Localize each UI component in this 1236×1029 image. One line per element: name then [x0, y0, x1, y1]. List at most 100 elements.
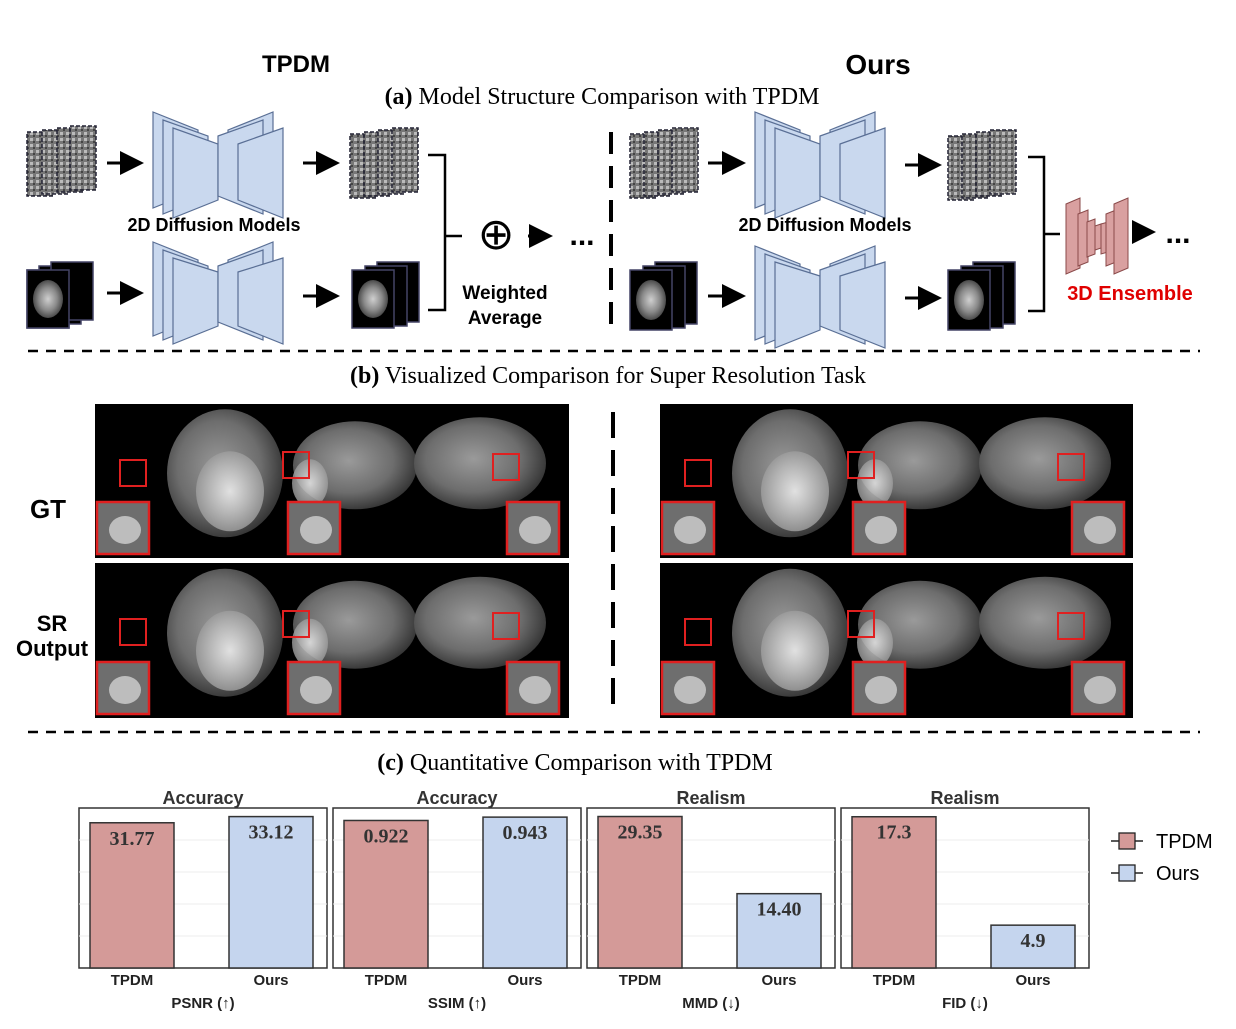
- bar-value-label: 17.3: [877, 822, 912, 844]
- bar-ours: [736, 892, 822, 969]
- zoom-region-box: [1057, 453, 1085, 481]
- legend: TPDM Ours: [1111, 831, 1213, 885]
- brain-slice-coronal: [979, 576, 1111, 669]
- zoom-region-box: [1057, 612, 1085, 640]
- diffusion-network-top-right: [754, 111, 886, 219]
- zoom-region-box: [282, 451, 310, 479]
- weighted-line2: Average: [468, 308, 542, 329]
- category-tick-label: TPDM: [111, 972, 154, 989]
- ensemble-3d-network: [1065, 197, 1129, 275]
- weighted-line1: Weighted: [462, 283, 547, 304]
- panel-a-caption-letter: (a): [385, 84, 413, 110]
- zoom-inset: [95, 660, 151, 716]
- chart-xlabel: MMD (↓): [682, 995, 739, 1012]
- output-stack-noisy-left: [349, 127, 419, 199]
- bar-tpdm: [597, 815, 683, 969]
- zoom-inset: [660, 500, 716, 556]
- bar-tpdm: [851, 815, 937, 969]
- legend-label-tpdm: TPDM: [1156, 831, 1213, 853]
- bar-value-label: 33.12: [249, 822, 294, 844]
- panel-c-caption-text: Quantitative Comparison with TPDM: [404, 750, 773, 776]
- panel-b-caption-letter: (b): [350, 363, 379, 389]
- ellipsis-left: ...: [569, 219, 594, 252]
- zoom-region-box: [492, 612, 520, 640]
- input-stack-noisy-left: [26, 125, 97, 197]
- category-tick-label: TPDM: [619, 972, 662, 989]
- chart-xlabel: PSNR (↑): [171, 995, 234, 1012]
- input-stack-brain-right: [629, 261, 698, 331]
- zoom-region-box: [282, 610, 310, 638]
- bar-value-label: 29.35: [618, 822, 663, 844]
- panel-b-caption: (b) Visualized Comparison for Super Reso…: [350, 363, 866, 389]
- right-models-label: 2D Diffusion Models: [738, 215, 911, 235]
- zoom-region-box: [847, 610, 875, 638]
- zoom-inset: [286, 500, 342, 556]
- panel-c-caption: (c) Quantitative Comparison with TPDM: [377, 750, 773, 776]
- panel-b: (b) Visualized Comparison for Super Reso…: [16, 363, 1133, 718]
- brain-slice-coronal: [414, 417, 546, 510]
- mri-strip-gt-ours: [660, 404, 1133, 558]
- chart-title: Realism: [676, 788, 745, 808]
- zoom-region-box: [847, 451, 875, 479]
- brain-slice-coronal: [414, 576, 546, 669]
- bar-value-label: 0.943: [503, 822, 548, 844]
- category-tick-label: Ours: [253, 972, 288, 989]
- zoom-region-box: [492, 453, 520, 481]
- brain-slice-coronal: [979, 417, 1111, 510]
- legend-item-tpdm: TPDM: [1111, 831, 1213, 853]
- ensemble-bracket: [1028, 155, 1046, 313]
- output-stack-noisy-right: [947, 129, 1017, 201]
- mri-strip-sr-tpdm: [95, 563, 569, 718]
- bar-tpdm: [89, 822, 175, 969]
- chart-xlabel: SSIM (↑): [428, 995, 486, 1012]
- oplus-symbol: ⊕: [478, 210, 515, 259]
- row-label-sr-line1: SR: [37, 611, 68, 636]
- panel-c-caption-letter: (c): [377, 750, 404, 776]
- legend-swatch-tpdm: [1118, 832, 1136, 850]
- diffusion-network-bottom-left: [152, 241, 284, 345]
- mri-image-grid: [95, 404, 1133, 718]
- zoom-inset: [286, 660, 342, 716]
- chart-title: Accuracy: [416, 788, 497, 808]
- diffusion-network-bottom-right: [754, 245, 886, 349]
- legend-label-ours: Ours: [1156, 863, 1199, 885]
- bar-ours: [228, 815, 314, 969]
- mri-strip-gt-tpdm: [95, 404, 569, 558]
- bar-ours: [990, 924, 1076, 969]
- input-stack-brain-left: [26, 261, 94, 329]
- category-tick-label: TPDM: [365, 972, 408, 989]
- output-stack-brain-right: [947, 261, 1016, 331]
- legend-item-ours: Ours: [1111, 863, 1199, 885]
- panel-c: (c) Quantitative Comparison with TPDM Ac…: [78, 750, 1213, 1012]
- zoom-inset: [505, 500, 561, 556]
- chart-title: Realism: [930, 788, 999, 808]
- zoom-region-box: [684, 618, 712, 646]
- left-models-label: 2D Diffusion Models: [127, 215, 300, 235]
- mri-strip-sr-ours: [660, 563, 1133, 718]
- diffusion-network-top-left: [152, 111, 284, 219]
- row-label-gt: GT: [30, 494, 66, 524]
- input-stack-noisy-right: [629, 127, 699, 199]
- zoom-inset: [95, 500, 151, 556]
- bar-tpdm: [343, 819, 429, 969]
- zoom-region-box: [119, 618, 147, 646]
- zoom-inset: [851, 660, 907, 716]
- ellipsis-right: ...: [1165, 217, 1190, 250]
- zoom-region-box: [119, 459, 147, 487]
- bar-value-label: 0.922: [364, 825, 409, 847]
- zoom-inset: [1070, 660, 1126, 716]
- output-stack-brain-left: [351, 261, 420, 329]
- category-tick-label: Ours: [1015, 972, 1050, 989]
- zoom-inset: [505, 660, 561, 716]
- bar-value-label: 14.40: [757, 899, 802, 921]
- panel-a-caption: (a) Model Structure Comparison with TPDM: [385, 84, 820, 110]
- bar-ours: [482, 816, 568, 969]
- panel-a-caption-text: Model Structure Comparison with TPDM: [413, 84, 820, 110]
- right-title: Ours: [845, 49, 910, 80]
- zoom-inset: [851, 500, 907, 556]
